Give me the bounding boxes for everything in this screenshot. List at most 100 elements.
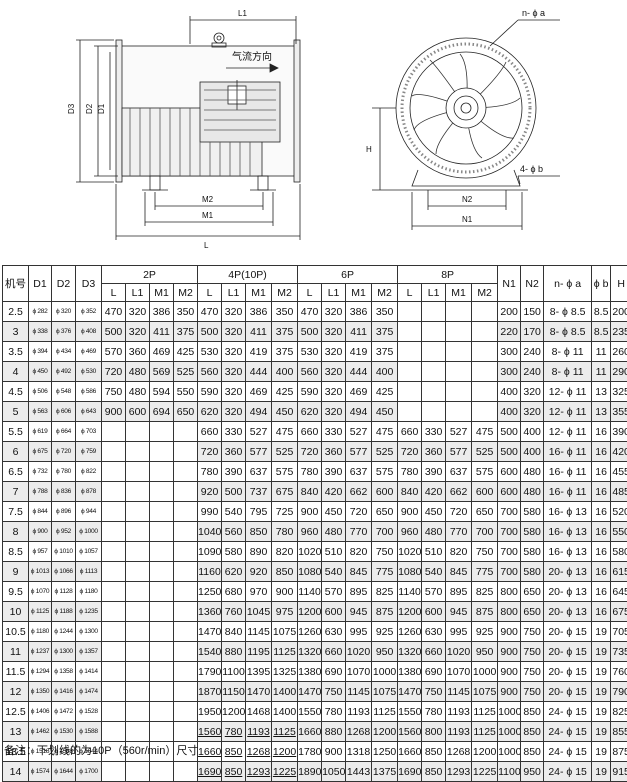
table-cell: 600 — [498, 462, 521, 482]
table-cell: 725 — [272, 502, 298, 522]
table-cell: 12- ϕ 11 — [544, 382, 592, 402]
table-cell: 390 — [222, 462, 246, 482]
table-cell: 630 — [322, 622, 346, 642]
table-cell — [126, 562, 150, 582]
table-cell: 840 — [222, 622, 246, 642]
table-cell: 750 — [521, 642, 544, 662]
table-cell: 320 — [222, 322, 246, 342]
table-cell: 650 — [521, 602, 544, 622]
sub-header: L — [198, 284, 222, 302]
sub-header: L1 — [126, 284, 150, 302]
table-cell: 1225 — [472, 762, 498, 782]
table-cell: 660 — [322, 642, 346, 662]
table-cell: 375 — [272, 322, 298, 342]
table-cell: 7 — [3, 482, 29, 502]
table-cell: 895 — [446, 582, 472, 602]
table-cell — [472, 322, 498, 342]
table-cell: ϕ 788 — [29, 482, 52, 502]
table-cell: ϕ 1180 — [29, 622, 52, 642]
dim-H: H — [366, 145, 372, 154]
table-cell — [102, 642, 126, 662]
table-cell: ϕ 844 — [29, 502, 52, 522]
table-cell: 235 — [611, 322, 627, 342]
table-cell — [446, 362, 472, 382]
table-cell: 1100 — [222, 662, 246, 682]
table-cell: 1070 — [346, 662, 372, 682]
table-cell: 1125 — [272, 642, 298, 662]
table-cell: ϕ 586 — [76, 382, 102, 402]
table-cell — [150, 582, 174, 602]
table-cell — [398, 402, 422, 422]
table-cell: ϕ 1294 — [29, 662, 52, 682]
table-cell: 750 — [102, 382, 126, 402]
table-cell: ϕ 1237 — [29, 642, 52, 662]
table-cell: 580 — [521, 502, 544, 522]
table-cell: 1690 — [198, 762, 222, 782]
table-cell: 525 — [372, 442, 398, 462]
table-cell: 444 — [346, 362, 372, 382]
table-cell: 330 — [422, 422, 446, 442]
table-cell: 470 — [298, 302, 322, 322]
table-cell: 1125 — [372, 702, 398, 722]
table-cell: 400 — [372, 362, 398, 382]
table-cell — [174, 682, 198, 702]
col-header-b: ϕ b — [592, 266, 611, 302]
table-cell — [126, 702, 150, 722]
table-cell: 8 — [3, 522, 29, 542]
table-cell: 530 — [198, 342, 222, 362]
table-cell: 950 — [521, 762, 544, 782]
table-cell: 900 — [102, 402, 126, 422]
table-cell: 200 — [498, 302, 521, 322]
table-cell: 960 — [398, 522, 422, 542]
table-cell: 875 — [611, 742, 627, 762]
table-cell: 900 — [298, 502, 322, 522]
table-cell: 1125 — [472, 702, 498, 722]
table-cell: 800 — [498, 582, 521, 602]
table-cell: 400 — [521, 422, 544, 442]
col-header-4p: 4P(10P) — [198, 266, 298, 284]
table-cell: 1470 — [298, 682, 322, 702]
table-cell: 5.5 — [3, 422, 29, 442]
table-cell: 950 — [372, 642, 398, 662]
table-cell: 950 — [472, 642, 498, 662]
table-cell: 1660 — [298, 722, 322, 742]
table-cell: 735 — [611, 642, 627, 662]
table-cell: 220 — [498, 322, 521, 342]
table-cell: 24- ϕ 15 — [544, 702, 592, 722]
table-cell: 550 — [174, 382, 198, 402]
table-cell: 360 — [222, 442, 246, 462]
table-cell: 630 — [422, 622, 446, 642]
table-cell: 750 — [472, 542, 498, 562]
table-cell: 8- ϕ 11 — [544, 342, 592, 362]
table-cell: 19 — [592, 762, 611, 782]
table-cell: 527 — [446, 422, 472, 442]
table-cell: 320 — [521, 382, 544, 402]
table-cell: 527 — [246, 422, 272, 442]
table-cell: 850 — [521, 722, 544, 742]
table-cell: 170 — [521, 322, 544, 342]
table-cell: 1200 — [272, 742, 298, 762]
table-cell: 580 — [521, 562, 544, 582]
table-cell: 360 — [322, 442, 346, 462]
table-cell — [150, 522, 174, 542]
sub-header: L1 — [422, 284, 446, 302]
table-cell: 580 — [521, 542, 544, 562]
table-cell — [126, 462, 150, 482]
table-cell: 1125 — [272, 722, 298, 742]
col-header-6p: 6P — [298, 266, 398, 284]
table-cell: 1225 — [272, 762, 298, 782]
table-cell — [102, 422, 126, 442]
table-cell — [126, 682, 150, 702]
table-cell: 1468 — [246, 702, 272, 722]
table-cell: 1250 — [198, 582, 222, 602]
table-cell — [174, 622, 198, 642]
table-cell: 1560 — [398, 722, 422, 742]
table-cell: 1140 — [398, 582, 422, 602]
table-cell: 444 — [246, 362, 272, 382]
table-cell: 662 — [346, 482, 372, 502]
table-cell: 527 — [346, 422, 372, 442]
